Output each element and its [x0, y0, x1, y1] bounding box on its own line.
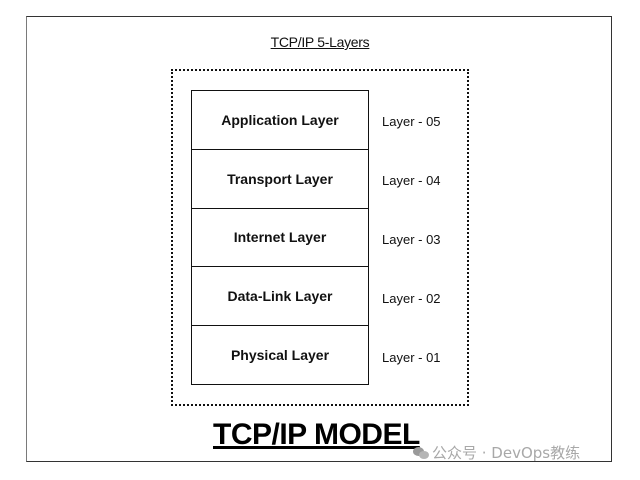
layer-number-tags: Layer - 05 Layer - 04 Layer - 03 Layer -…: [382, 90, 462, 385]
diagram-subtitle: TCP/IP 5-Layers: [270, 34, 370, 50]
watermark-text: 公众号 · DevOps教练: [432, 444, 581, 462]
layer-tag-03: Layer - 03: [382, 232, 441, 247]
layer-stack: Application Layer Transport Layer Intern…: [191, 90, 369, 385]
outer-frame: [26, 16, 612, 462]
layer-transport: Transport Layer: [192, 150, 368, 209]
diagram-title: TCP/IP MODEL: [213, 418, 420, 451]
layer-physical: Physical Layer: [230, 347, 330, 364]
watermark: 公众号 · DevOps教练: [413, 442, 580, 463]
layer-tag-02: Layer - 02: [382, 291, 441, 306]
layer-application: Application Layer: [192, 91, 368, 150]
layer-internet: Internet Layer: [192, 209, 368, 268]
layer-data-link: Data-Link Layer: [192, 267, 368, 327]
wechat-icon: [413, 446, 429, 459]
layer-tag-04: Layer - 04: [382, 173, 441, 188]
layers-dotted-boundary: [171, 69, 469, 406]
layer-tag-01: Layer - 01: [382, 350, 441, 365]
layer-tag-05: Layer - 05: [382, 114, 441, 129]
